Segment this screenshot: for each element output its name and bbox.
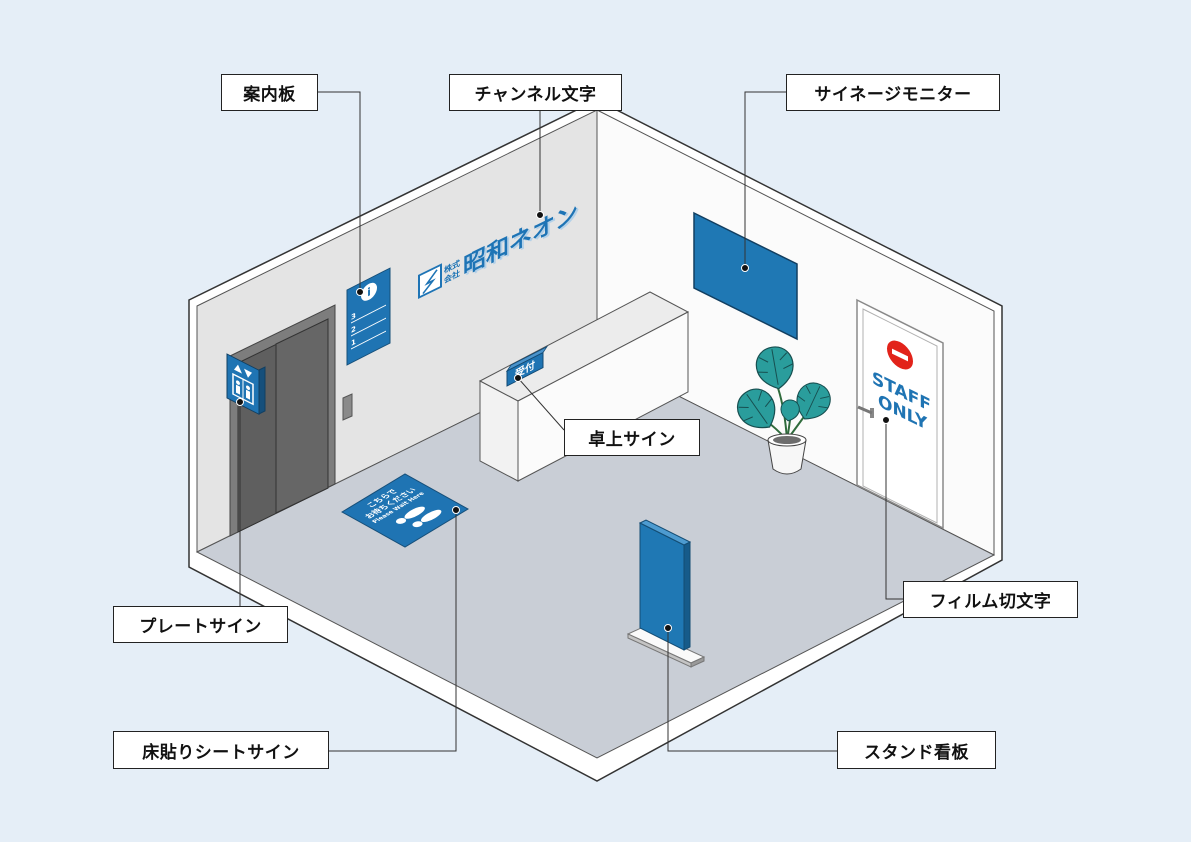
- plate-sign: [226, 353, 266, 416]
- staff-door: STAFF ONLY: [856, 298, 944, 530]
- directory-floor-line: [351, 304, 386, 324]
- anchor-dot-signage-monitor: [741, 264, 749, 272]
- directory-floor-line: [351, 330, 386, 350]
- directory-floor-label: 2: [351, 324, 356, 335]
- anchor-dot-film-lettering: [882, 416, 890, 424]
- plate-sign-side: [258, 366, 266, 415]
- elevator-right-door: [275, 318, 329, 514]
- callout-directory-board: 案内板: [221, 74, 318, 111]
- info-icon: i: [361, 282, 377, 301]
- plant-leaf: [780, 399, 800, 422]
- leader-signage-monitor: [744, 91, 786, 268]
- logo-mark-icon: [418, 263, 442, 299]
- callout-floor-sticker: 床貼りシートサイン: [113, 731, 329, 769]
- plant-leaf: [796, 382, 831, 420]
- plant-leaf: [755, 346, 794, 390]
- callout-plate-sign: プレートサイン: [113, 606, 288, 643]
- floor-sticker: こちらで お待ちください Please Wait Here: [341, 473, 469, 548]
- desk-front-face: [517, 311, 689, 482]
- plant-pot: [767, 439, 807, 475]
- stand-panel-side: [683, 541, 691, 651]
- anchor-dot-plate-sign: [236, 398, 244, 406]
- leader-directory-board: [318, 91, 361, 292]
- anchor-dot-directory-board: [356, 288, 364, 296]
- footprints-icon: [395, 506, 442, 528]
- floor-sticker-sheet: [341, 473, 469, 548]
- anchor-dot-stand-sign: [664, 624, 672, 632]
- callout-stand-sign: スタンド看板: [837, 731, 996, 769]
- no-entry-icon: [887, 340, 913, 370]
- anchor-dot-channel-letters: [536, 211, 544, 219]
- leader-desk-sign: [517, 377, 565, 431]
- directory-floor-label: 1: [351, 337, 356, 348]
- elevator-call-button: [342, 393, 353, 421]
- reception-desk: 受付: [478, 291, 690, 482]
- plant-soil: [773, 436, 801, 444]
- door-panel: [862, 308, 938, 524]
- stand-base-side: [690, 656, 705, 668]
- leader-floor-sticker: [329, 510, 457, 752]
- directory-floor-label: 3: [351, 311, 356, 322]
- leader-stand-sign: [667, 628, 837, 752]
- stand-sign: [626, 519, 706, 668]
- anchor-dot-floor-sticker: [452, 506, 460, 514]
- elevator-icon: [232, 364, 254, 406]
- potted-plant: [736, 346, 831, 475]
- info-glyph: i: [367, 284, 371, 299]
- directory-floor-line: [351, 317, 386, 337]
- door-handle: [857, 405, 874, 418]
- callout-film-lettering: フィルム切文字: [903, 581, 1078, 618]
- plant-leaf: [736, 388, 776, 429]
- leader-film-lettering: [885, 420, 903, 600]
- callout-channel-letters: チャンネル文字: [449, 74, 622, 111]
- stand-panel-top: [638, 519, 692, 546]
- callout-desk-sign: 卓上サイン: [564, 419, 700, 456]
- signage-monitor: [693, 211, 798, 341]
- anchor-dot-desk-sign: [514, 374, 522, 382]
- callout-signage-monitor: サイネージモニター: [786, 74, 1000, 111]
